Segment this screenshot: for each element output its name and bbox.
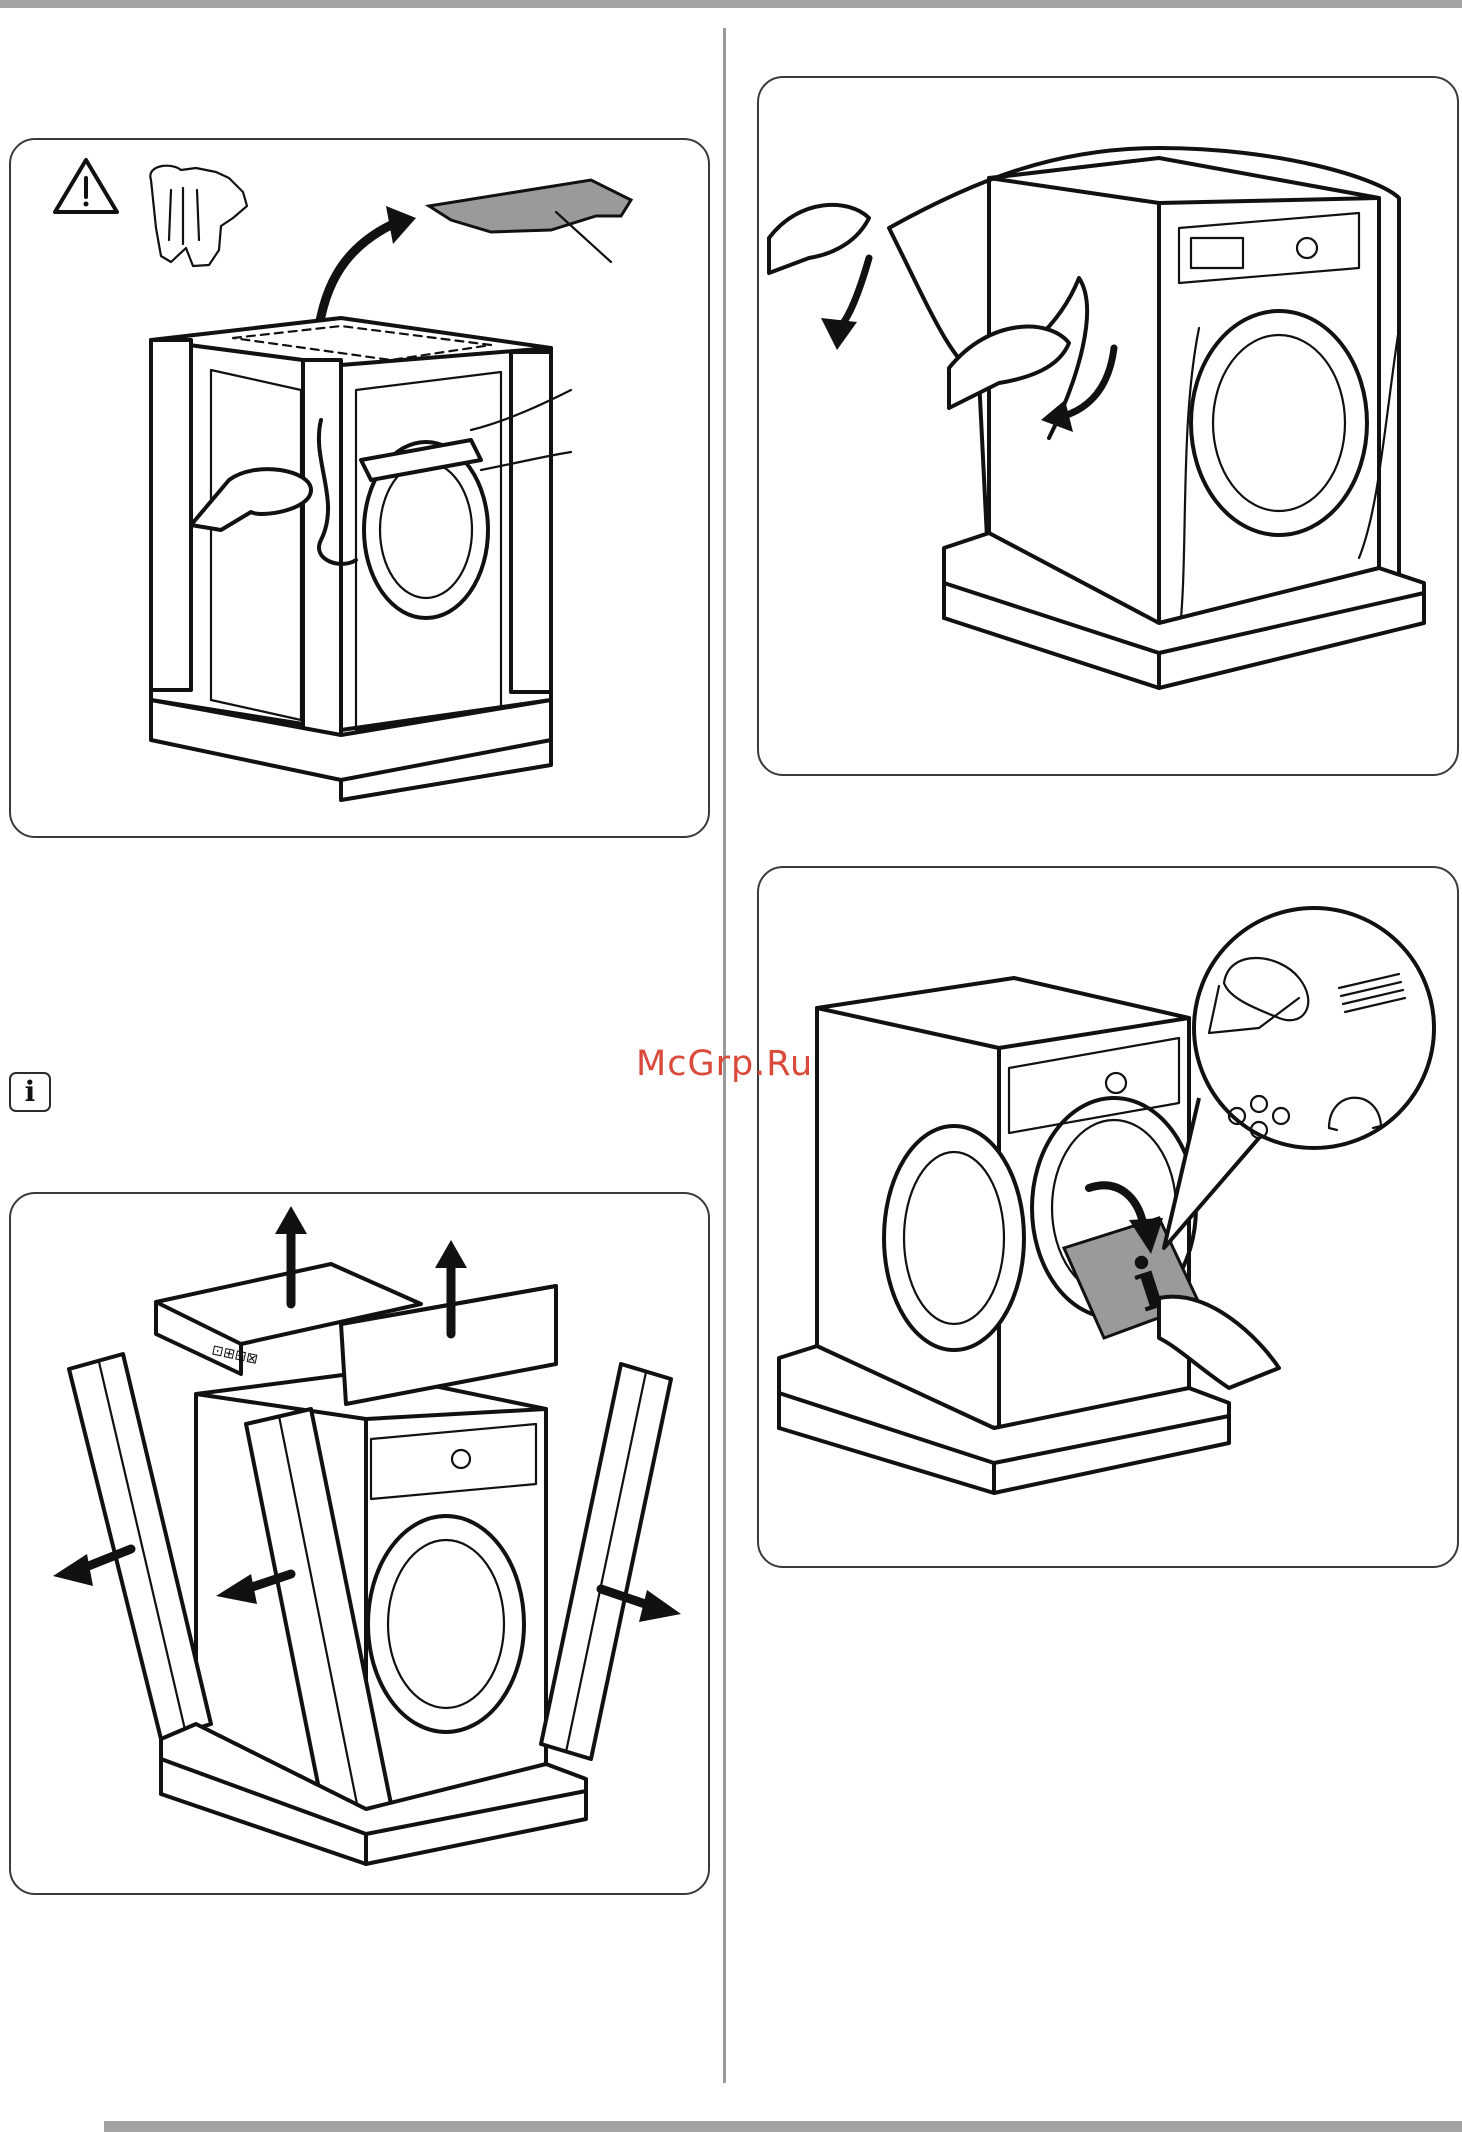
top-insert	[429, 180, 631, 262]
warning-icon	[55, 160, 117, 212]
arrow-down-icon	[839, 258, 869, 328]
watermark-text: McGrp.Ru	[636, 1044, 813, 1084]
info-note-icon: i	[9, 1072, 51, 1112]
info-icon: i	[11, 1074, 49, 1110]
accessories-callout	[1164, 908, 1434, 1248]
panel-remove-plastic-bag	[757, 76, 1459, 776]
bottom-rule	[104, 2121, 1462, 2132]
corner-post-right	[541, 1364, 671, 1759]
panel-remove-corner-posts: ⊡⊞⊟⊠	[9, 1192, 710, 1895]
top-rule	[0, 0, 1462, 8]
hand-upper	[769, 205, 869, 273]
washing-machine-in-box	[151, 318, 551, 800]
panel-take-out-accessories: i	[757, 866, 1459, 1568]
panel-cut-straps-remove-top-insert	[9, 138, 710, 838]
corner-post-far-left	[69, 1354, 211, 1739]
gloves-icon	[150, 166, 247, 266]
